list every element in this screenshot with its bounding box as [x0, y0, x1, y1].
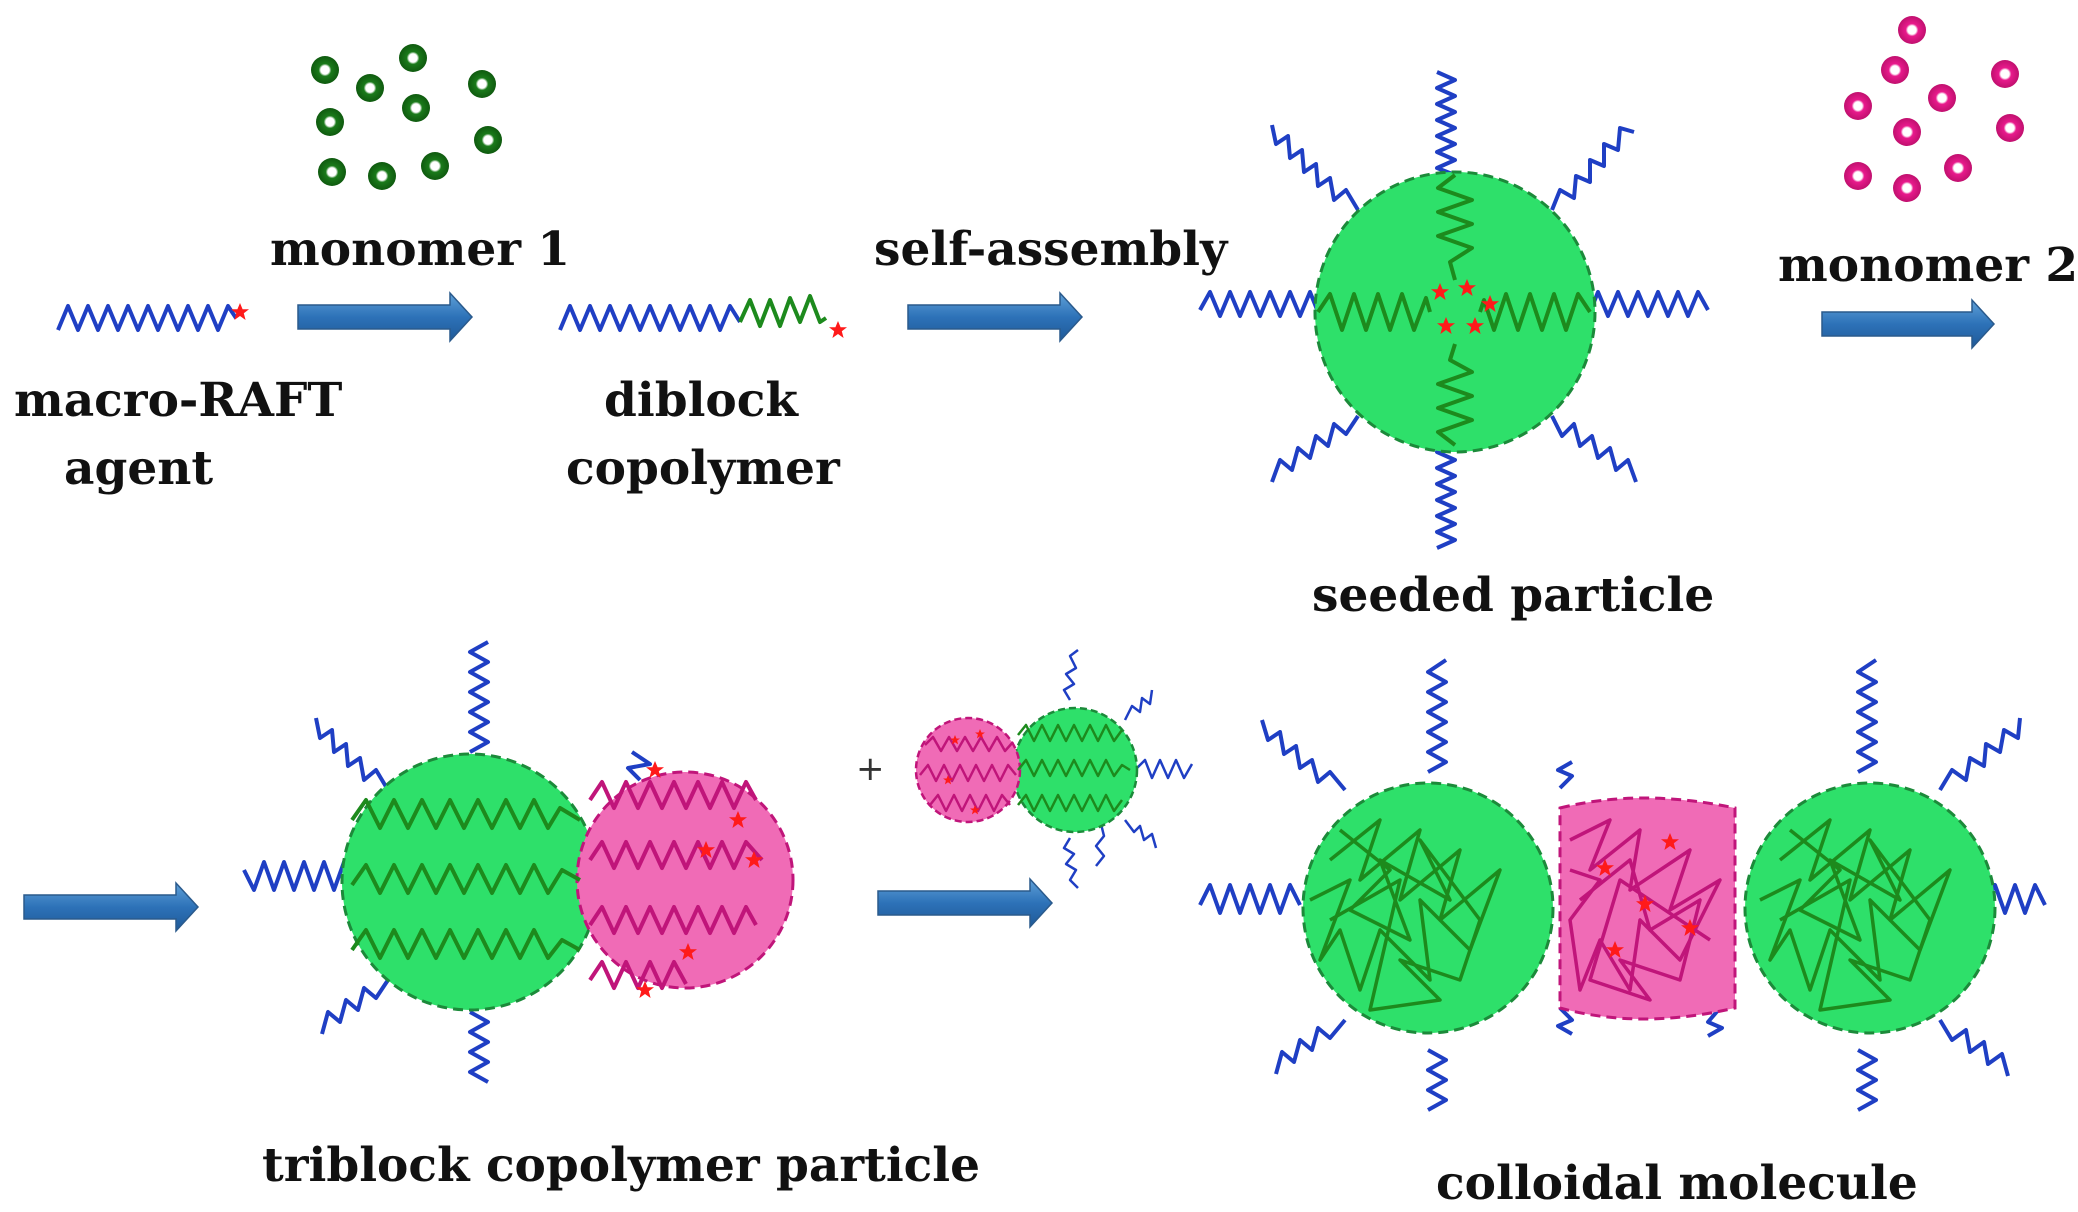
colloidal-molecule — [1198, 658, 2047, 1112]
monomer-2-dots — [1844, 16, 2024, 202]
macro-raft-label-line1: macro-RAFT — [14, 373, 343, 428]
seeded-particle-label: seeded particle — [1312, 568, 1715, 623]
triblock-particle-label: triblock copolymer particle — [262, 1138, 981, 1193]
diblock-label-line1: diblock — [604, 373, 798, 428]
monomer-2-label: monomer 2 — [1778, 238, 2078, 293]
macro-raft-chain — [56, 303, 249, 332]
arrow-1 — [297, 291, 474, 343]
plus-sign: + — [856, 749, 885, 789]
arrow-5 — [877, 877, 1054, 929]
monomer-1-label: monomer 1 — [270, 222, 571, 277]
diblock-label-line2: copolymer — [566, 441, 840, 496]
colloidal-molecule-label: colloidal molecule — [1436, 1156, 1918, 1211]
triblock-copolymer-particle — [242, 640, 795, 1084]
arrow-2 — [907, 291, 1084, 343]
monomer-1-dots — [311, 44, 502, 190]
small-janus-particle — [914, 649, 1194, 889]
arrow-4 — [23, 881, 200, 933]
self-assembly-label: self-assembly — [874, 222, 1228, 277]
diblock-copolymer-chain — [558, 294, 847, 338]
seeded-particle — [1198, 70, 1710, 550]
macro-raft-label-line2: agent — [64, 441, 214, 496]
arrow-3 — [1821, 298, 1996, 350]
